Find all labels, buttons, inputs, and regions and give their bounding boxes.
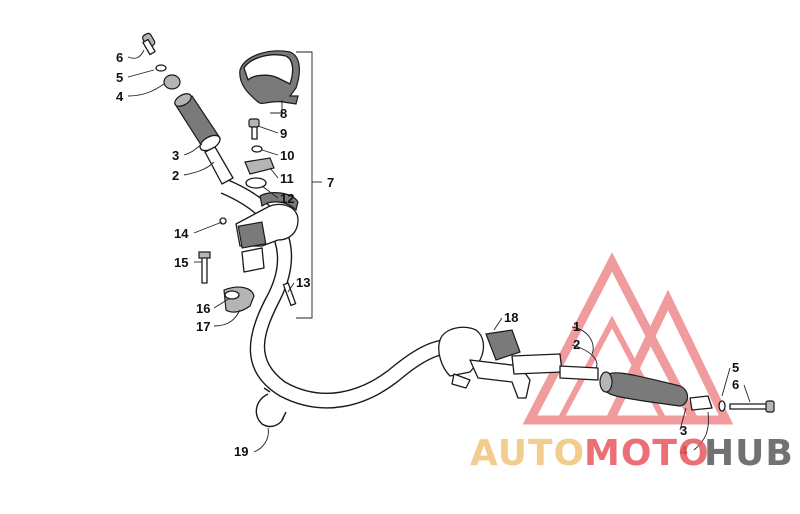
callout-4-right: 4 [680,443,688,458]
watermark-hub: HUB [704,433,794,474]
handlebar-tube [220,179,471,409]
wire-clip [255,387,287,428]
callout-4-left: 4 [116,89,124,104]
callout-15: 15 [174,255,188,270]
callout-16: 16 [196,301,210,316]
watermark-auto: AUTO [470,433,585,474]
watermark-moto: MOTO [584,433,710,474]
callout-12: 12 [280,191,294,206]
callout-18: 18 [504,310,518,325]
callout-1-right: 1 [573,319,580,334]
watermark-logo-text: AUTO MOTO HUB [470,433,794,474]
callout-14: 14 [174,226,189,241]
group-bracket-7 [296,51,322,319]
callout-8: 8 [280,106,287,121]
right-control-assembly [438,326,775,413]
callout-13: 13 [296,275,310,290]
callout-2-right: 2 [573,337,580,352]
callout-10: 10 [280,148,294,163]
callout-17: 17 [196,319,210,334]
callout-7: 7 [327,175,334,190]
callout-5-left: 5 [116,70,123,85]
callout-3-right: 3 [680,423,687,438]
callout-6-left: 6 [116,50,123,65]
callout-5-right: 5 [732,360,739,375]
callout-3-left: 3 [172,148,179,163]
left-grip-assembly [142,32,234,185]
leader-lines [127,49,751,453]
callout-11: 11 [280,171,294,186]
throttle-housing [198,50,300,313]
callout-9: 9 [280,126,287,141]
callout-2-left: 2 [172,168,179,183]
callout-19: 19 [234,444,248,459]
callout-labels: 6 5 4 3 2 8 9 10 11 12 7 14 15 13 16 17 … [116,50,739,459]
callout-6-right: 6 [732,377,739,392]
